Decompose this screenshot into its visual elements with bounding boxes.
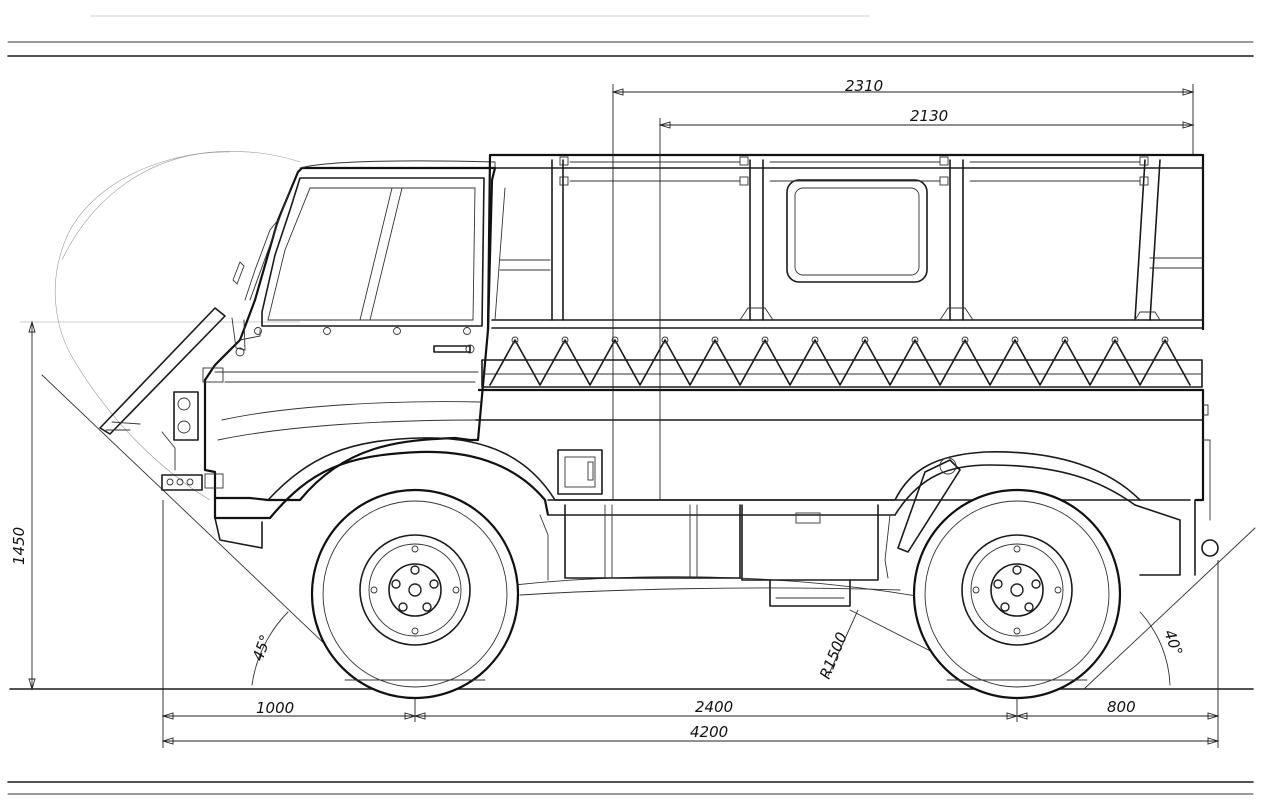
front-lights (161, 367, 224, 491)
folded-windscreen (99, 307, 226, 435)
lower-body (213, 388, 1219, 607)
dim-cargo-length: 2310 (845, 77, 883, 95)
front-sweep-arc (54, 151, 301, 501)
dim-ramp-radius: R1500 (816, 630, 851, 682)
dim-front-overhang: 1000 (256, 699, 294, 717)
dimension-lines (28, 84, 1220, 748)
dim-overall-height: 1450 (10, 527, 28, 565)
tarp-lashing (481, 336, 1203, 388)
front-wheel (310, 488, 520, 700)
dim-wheelbase: 2400 (695, 698, 733, 716)
dim-approach-angle: 45° (249, 632, 275, 663)
sheet-border (7, 15, 1254, 795)
rear-wheel (912, 488, 1122, 700)
dim-cargo-inner-length: 2130 (910, 107, 948, 125)
dim-rear-overhang: 800 (1107, 698, 1136, 716)
cab (203, 160, 497, 502)
dim-overall-length: 4200 (690, 723, 728, 741)
cargo-body (486, 153, 1205, 331)
